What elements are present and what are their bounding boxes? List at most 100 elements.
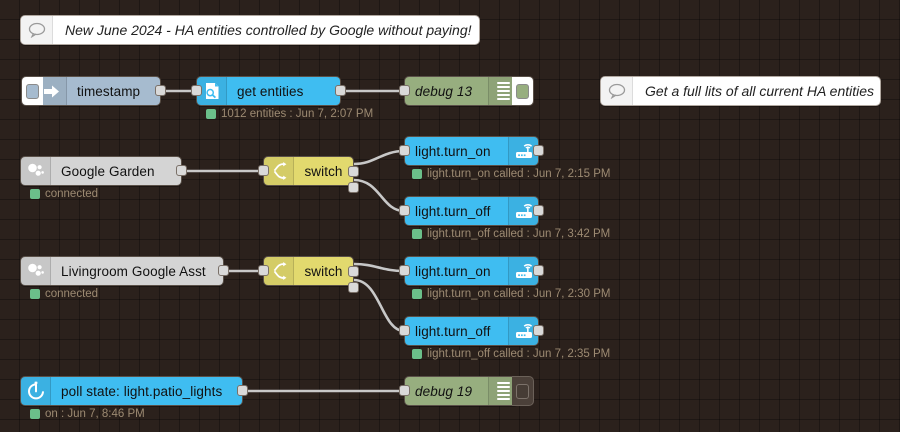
output-port[interactable]	[237, 385, 248, 396]
get-entities-icon-glyph	[205, 83, 218, 99]
status-dot	[30, 189, 40, 199]
google-assistant-icon-glyph	[27, 263, 44, 276]
input-port[interactable]	[399, 85, 410, 96]
status-dot	[412, 349, 422, 359]
output-port-2[interactable]	[348, 282, 359, 293]
status-dot	[30, 409, 40, 419]
input-port[interactable]	[399, 325, 410, 336]
comment-bubble-icon-glyph	[28, 22, 45, 38]
router-wifi-icon-glyph	[515, 263, 532, 278]
input-port[interactable]	[258, 265, 269, 276]
switch-fork-icon-glyph	[273, 262, 286, 280]
switch-fork-icon	[264, 157, 294, 185]
output-port[interactable]	[335, 85, 346, 96]
node-light-turn-off-2[interactable]: light.turn_off	[399, 316, 544, 346]
output-port[interactable]	[533, 145, 544, 156]
switch-fork-icon-glyph	[273, 162, 286, 180]
output-port[interactable]	[176, 165, 187, 176]
input-port[interactable]	[399, 145, 410, 156]
node-label: debug 19	[415, 383, 473, 399]
output-port-1[interactable]	[348, 266, 359, 277]
node-debug-13[interactable]: debug 13	[399, 76, 534, 106]
node-switch-2[interactable]: switch	[258, 256, 359, 293]
output-port-1[interactable]	[348, 166, 359, 177]
node-status-google-garden: connected	[30, 188, 98, 200]
status-text: light.turn_on called : Jun 7, 2:15 PM	[427, 168, 611, 180]
output-port-2[interactable]	[348, 182, 359, 193]
node-google-garden[interactable]: Google Garden	[20, 156, 187, 186]
node-label: get entities	[237, 83, 304, 99]
node-label: Google Garden	[61, 163, 155, 179]
node-status-poll-state: on : Jun 7, 8:46 PM	[30, 408, 145, 420]
comment-text: New June 2024 - HA entities controlled b…	[65, 22, 472, 38]
debug-stripes-icon-glyph	[497, 82, 510, 100]
comment-text: Get a full lits of all current HA entiti…	[645, 83, 875, 99]
wire-switch1-out2	[353, 178, 405, 213]
status-dot	[30, 289, 40, 299]
node-label: light.turn_off	[415, 203, 491, 219]
debug-stripes-icon-glyph	[497, 382, 510, 400]
router-wifi-icon-glyph	[515, 143, 532, 158]
status-text: on : Jun 7, 8:46 PM	[45, 408, 145, 420]
input-port[interactable]	[399, 385, 410, 396]
get-entities-icon	[197, 77, 227, 105]
output-port[interactable]	[533, 265, 544, 276]
status-dot	[412, 169, 422, 179]
status-dot	[412, 289, 422, 299]
node-label: switch	[304, 163, 343, 179]
input-port[interactable]	[399, 265, 410, 276]
debug-toggle-button[interactable]	[512, 376, 534, 406]
status-text: light.turn_off called : Jun 7, 3:42 PM	[427, 228, 611, 240]
status-text: 1012 entities : Jun 7, 2:07 PM	[221, 108, 374, 120]
stopwatch-icon	[21, 377, 51, 405]
output-port[interactable]	[533, 205, 544, 216]
node-status-light-turn-on-2: light.turn_on called : Jun 7, 2:30 PM	[412, 288, 610, 300]
comment-bubble-icon	[21, 16, 53, 44]
node-light-turn-on-1[interactable]: light.turn_on	[399, 136, 544, 166]
node-label: light.turn_off	[415, 323, 491, 339]
node-light-turn-on-2[interactable]: light.turn_on	[399, 256, 544, 286]
status-text: light.turn_off called : Jun 7, 2:35 PM	[427, 348, 611, 360]
inject-trigger-button[interactable]	[21, 76, 43, 106]
status-text: connected	[45, 288, 99, 300]
output-port[interactable]	[218, 265, 229, 276]
node-debug-19[interactable]: debug 19	[399, 376, 534, 406]
switch-fork-icon	[264, 257, 294, 285]
node-get-entities[interactable]: get entities	[191, 76, 346, 106]
node-poll-state[interactable]: poll state: light.patio_lights	[20, 376, 248, 406]
router-wifi-icon-glyph	[515, 323, 532, 338]
node-status-livingroom: connected	[30, 288, 98, 300]
comment-node-header[interactable]: New June 2024 - HA entities controlled b…	[20, 15, 480, 45]
node-label: light.turn_on	[415, 263, 491, 279]
node-label: light.turn_on	[415, 143, 491, 159]
input-port[interactable]	[258, 165, 269, 176]
node-label: poll state: light.patio_lights	[61, 383, 223, 399]
status-text: light.turn_on called : Jun 7, 2:30 PM	[427, 288, 611, 300]
output-port[interactable]	[533, 325, 544, 336]
node-status-get-entities: 1012 entities : Jun 7, 2:07 PM	[206, 108, 373, 120]
wire-switch2-out2	[353, 278, 405, 333]
comment-node-get-entities[interactable]: Get a full lits of all current HA entiti…	[600, 76, 881, 106]
wire-switch1-out1	[353, 149, 405, 166]
node-livingroom-google-asst[interactable]: Livingroom Google Asst	[20, 256, 229, 286]
status-dot	[206, 109, 216, 119]
node-label: Livingroom Google Asst	[61, 263, 206, 279]
status-text: connected	[45, 188, 99, 200]
node-status-light-turn-off-2: light.turn_off called : Jun 7, 2:35 PM	[412, 348, 610, 360]
node-light-turn-off-1[interactable]: light.turn_off	[399, 196, 544, 226]
debug-toggle-button[interactable]	[512, 76, 534, 106]
node-label: debug 13	[415, 83, 473, 99]
node-switch-1[interactable]: switch	[258, 156, 359, 193]
input-port[interactable]	[191, 85, 202, 96]
google-assistant-icon	[21, 157, 51, 185]
router-wifi-icon-glyph	[515, 203, 532, 218]
wire-switch2-out1	[353, 262, 405, 273]
node-status-light-turn-off-1: light.turn_off called : Jun 7, 3:42 PM	[412, 228, 610, 240]
input-port[interactable]	[399, 205, 410, 216]
node-label: switch	[304, 263, 343, 279]
google-assistant-icon	[21, 257, 51, 285]
output-port[interactable]	[155, 85, 166, 96]
node-label: timestamp	[77, 83, 141, 99]
node-inject-timestamp[interactable]: timestamp	[21, 76, 166, 106]
